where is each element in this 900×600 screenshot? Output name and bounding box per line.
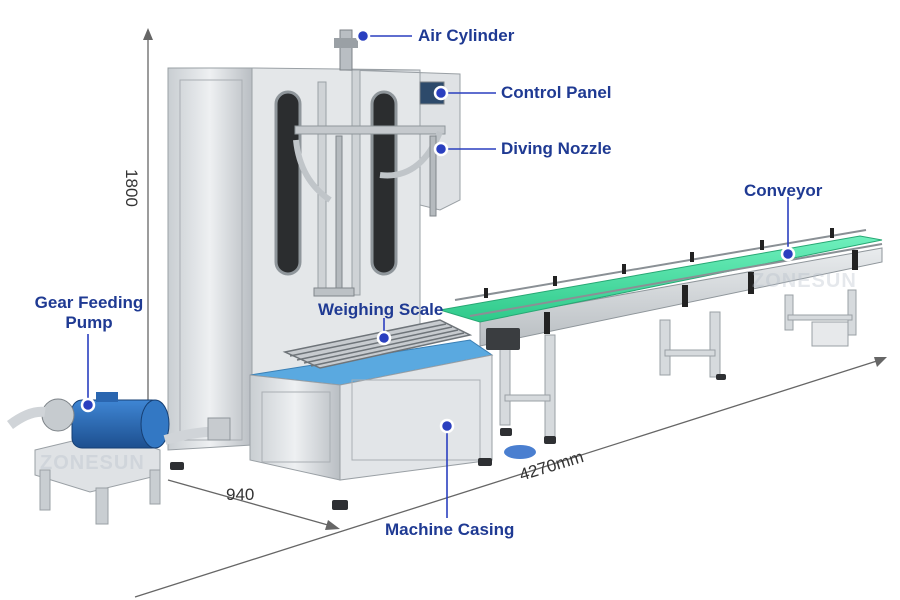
callout-leaders <box>87 35 789 518</box>
label-machine-casing: Machine Casing <box>385 520 515 539</box>
dimension-depth: 940 <box>226 485 255 504</box>
conveyor-leg <box>709 311 721 378</box>
depth-dimension-line <box>167 479 336 528</box>
label-gear-feeding-pump: Gear Feeding Pump <box>31 293 147 333</box>
conveyor-leg <box>784 294 794 331</box>
dimension-height: 1800 <box>121 169 141 207</box>
label-air-cylinder: Air Cylinder <box>418 26 515 45</box>
marker-machine-casing <box>439 418 455 434</box>
label-diving-nozzle: Diving Nozzle <box>501 139 612 158</box>
marker-weighing-scale <box>376 330 392 346</box>
label-weighing-scale: Weighing Scale <box>318 300 444 319</box>
gear-feeding-pump <box>7 392 231 525</box>
main-cabinet <box>167 29 461 451</box>
conveyor-leg <box>499 344 511 426</box>
conveyor-leg <box>544 334 556 441</box>
watermark: ZONESUN <box>40 452 145 474</box>
dimension-lines <box>134 28 887 598</box>
marker-control-panel <box>433 85 449 101</box>
marker-gear-pump <box>80 397 96 413</box>
callout-markers <box>80 28 796 434</box>
weighing-scale-rollers <box>282 319 473 369</box>
length-dimension-line <box>134 359 881 598</box>
conveyor-belt <box>439 235 883 323</box>
marker-conveyor <box>780 246 796 262</box>
conveyor-assembly <box>439 228 883 441</box>
conveyor-leg <box>659 319 671 376</box>
machine-casing <box>170 319 726 510</box>
label-conveyor: Conveyor <box>744 181 823 200</box>
conveyor-leg <box>847 289 857 336</box>
label-gear-feeding-pump-line2: Pump <box>65 313 113 332</box>
marker-air-cylinder <box>355 28 371 44</box>
marker-diving-nozzle <box>433 141 449 157</box>
watermark: ZONESUN <box>752 270 857 292</box>
label-control-panel: Control Panel <box>501 83 612 102</box>
label-gear-feeding-pump-line1: Gear Feeding <box>34 293 144 312</box>
